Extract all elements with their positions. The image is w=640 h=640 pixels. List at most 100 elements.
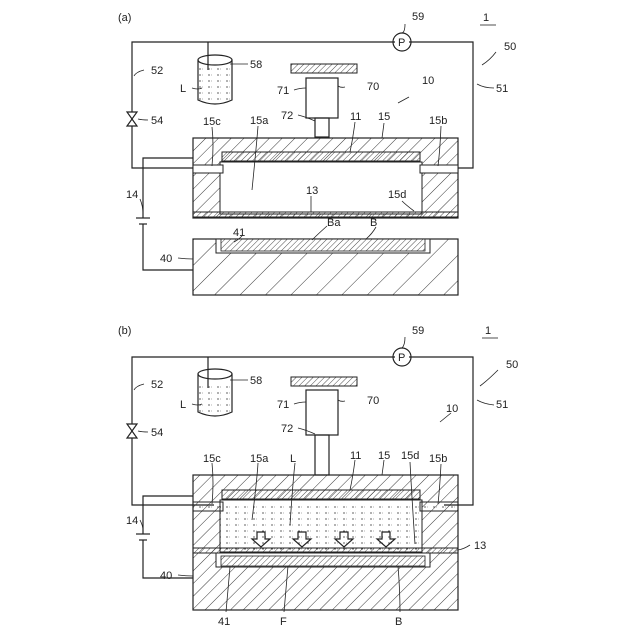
leader-line: [458, 545, 470, 550]
reference-numeral: B: [370, 217, 377, 229]
reference-numeral: 71: [277, 399, 289, 411]
leader-line: [294, 402, 306, 404]
reference-numeral: 15a: [250, 115, 269, 127]
reference-numeral: 15c: [203, 116, 221, 128]
reference-numeral: 15: [378, 450, 390, 462]
reference-numeral: 51: [496, 83, 508, 95]
reference-numeral: 71: [277, 85, 289, 97]
reference-numeral: 51: [496, 399, 508, 411]
press-rod-72: [315, 118, 329, 137]
leader-line: [402, 337, 405, 348]
reference-numeral: 40: [160, 253, 172, 265]
port-15c: [193, 502, 223, 511]
reference-numeral: 13: [474, 540, 486, 552]
reference-numeral: 15c: [203, 453, 221, 465]
leader-line: [312, 226, 327, 240]
press-cylinder-71: [306, 390, 338, 435]
reference-numeral: 11: [350, 450, 361, 462]
valve-icon: [127, 424, 137, 431]
cavity-liquid-L: [220, 502, 422, 550]
container-rim: [198, 369, 232, 379]
reference-numeral: 72: [281, 110, 293, 122]
leader-line: [178, 258, 193, 259]
leader-line: [402, 24, 405, 33]
port-15b: [420, 502, 458, 511]
panel-a-device-label: 1: [483, 12, 489, 24]
reference-numeral: 13: [306, 185, 318, 197]
pipe-52: [132, 357, 395, 424]
leader-line: [178, 575, 193, 576]
reference-numeral: L: [290, 453, 296, 465]
cavity-15a: [220, 162, 422, 214]
reference-numeral: 59: [412, 11, 424, 23]
substrate-11: [222, 490, 420, 499]
film-13: [193, 548, 458, 553]
reference-numeral: 15b: [429, 115, 447, 127]
panel-a-tag: (a): [118, 12, 131, 24]
panel-b-tag: (b): [118, 325, 131, 337]
press-cylinder-71: [306, 78, 338, 118]
leader-line: [477, 84, 494, 88]
leader-line: [294, 88, 306, 90]
film-13: [193, 212, 458, 217]
reference-numeral: 52: [151, 65, 163, 77]
press-base: [291, 64, 357, 73]
wafer-B: [221, 556, 425, 566]
reference-numeral: 50: [506, 359, 518, 371]
valve-icon-lower: [127, 431, 137, 438]
reference-numeral: 59: [412, 325, 424, 337]
reference-numeral: 50: [504, 41, 516, 53]
reference-numeral: 41: [218, 616, 230, 628]
panel-b-device-label: 1: [485, 325, 491, 337]
pump-letter: P: [398, 37, 405, 49]
reference-numeral: 15a: [250, 453, 269, 465]
panel-a: (a) 1 P: [118, 11, 516, 295]
reference-numeral: Ba: [327, 217, 341, 229]
reference-numeral: 15d: [388, 189, 406, 201]
reference-numeral: 58: [250, 59, 262, 71]
reference-numeral: 15b: [429, 453, 447, 465]
port-15c: [193, 165, 223, 173]
reference-numeral: L: [180, 399, 186, 411]
pipe-52: [132, 42, 395, 112]
substrate-11: [222, 152, 420, 161]
reference-numeral: 54: [151, 115, 163, 127]
leader-line: [480, 370, 498, 386]
liquid-L: [198, 68, 232, 104]
reference-numeral: 41: [233, 227, 245, 239]
press-base: [291, 377, 357, 386]
leader-line: [338, 400, 345, 401]
leader-line: [138, 119, 148, 120]
leader-line: [382, 123, 384, 138]
reference-numeral: L: [180, 83, 186, 95]
leader-line: [482, 52, 496, 65]
reference-numeral: 40: [160, 570, 172, 582]
leader-line: [134, 384, 144, 390]
reference-numeral: 58: [250, 375, 262, 387]
reference-numeral: 14: [126, 515, 138, 527]
valve-icon: [127, 112, 137, 119]
reference-numeral: 10: [422, 75, 434, 87]
wire-14-upper: [143, 496, 193, 534]
reference-numeral: F: [280, 616, 287, 628]
wafer-B: [221, 239, 425, 251]
leader-line: [382, 460, 384, 475]
reference-numeral: 10: [446, 403, 458, 415]
reference-numeral: 70: [367, 395, 379, 407]
reference-numeral: 70: [367, 81, 379, 93]
wire-14-upper: [143, 158, 193, 218]
reference-numeral: 14: [126, 189, 138, 201]
liquid-L: [198, 386, 232, 416]
reference-numeral: 72: [281, 423, 293, 435]
reference-numeral: 15: [378, 111, 390, 123]
pump-letter: P: [398, 352, 405, 364]
port-15b: [420, 165, 458, 173]
reference-numeral: 54: [151, 427, 163, 439]
valve-icon-lower: [127, 119, 137, 126]
leader-line: [134, 70, 144, 76]
reference-numeral: 11: [350, 111, 361, 123]
leader-line: [338, 86, 345, 87]
reference-numeral: B: [395, 616, 402, 628]
leader-line: [477, 400, 494, 405]
